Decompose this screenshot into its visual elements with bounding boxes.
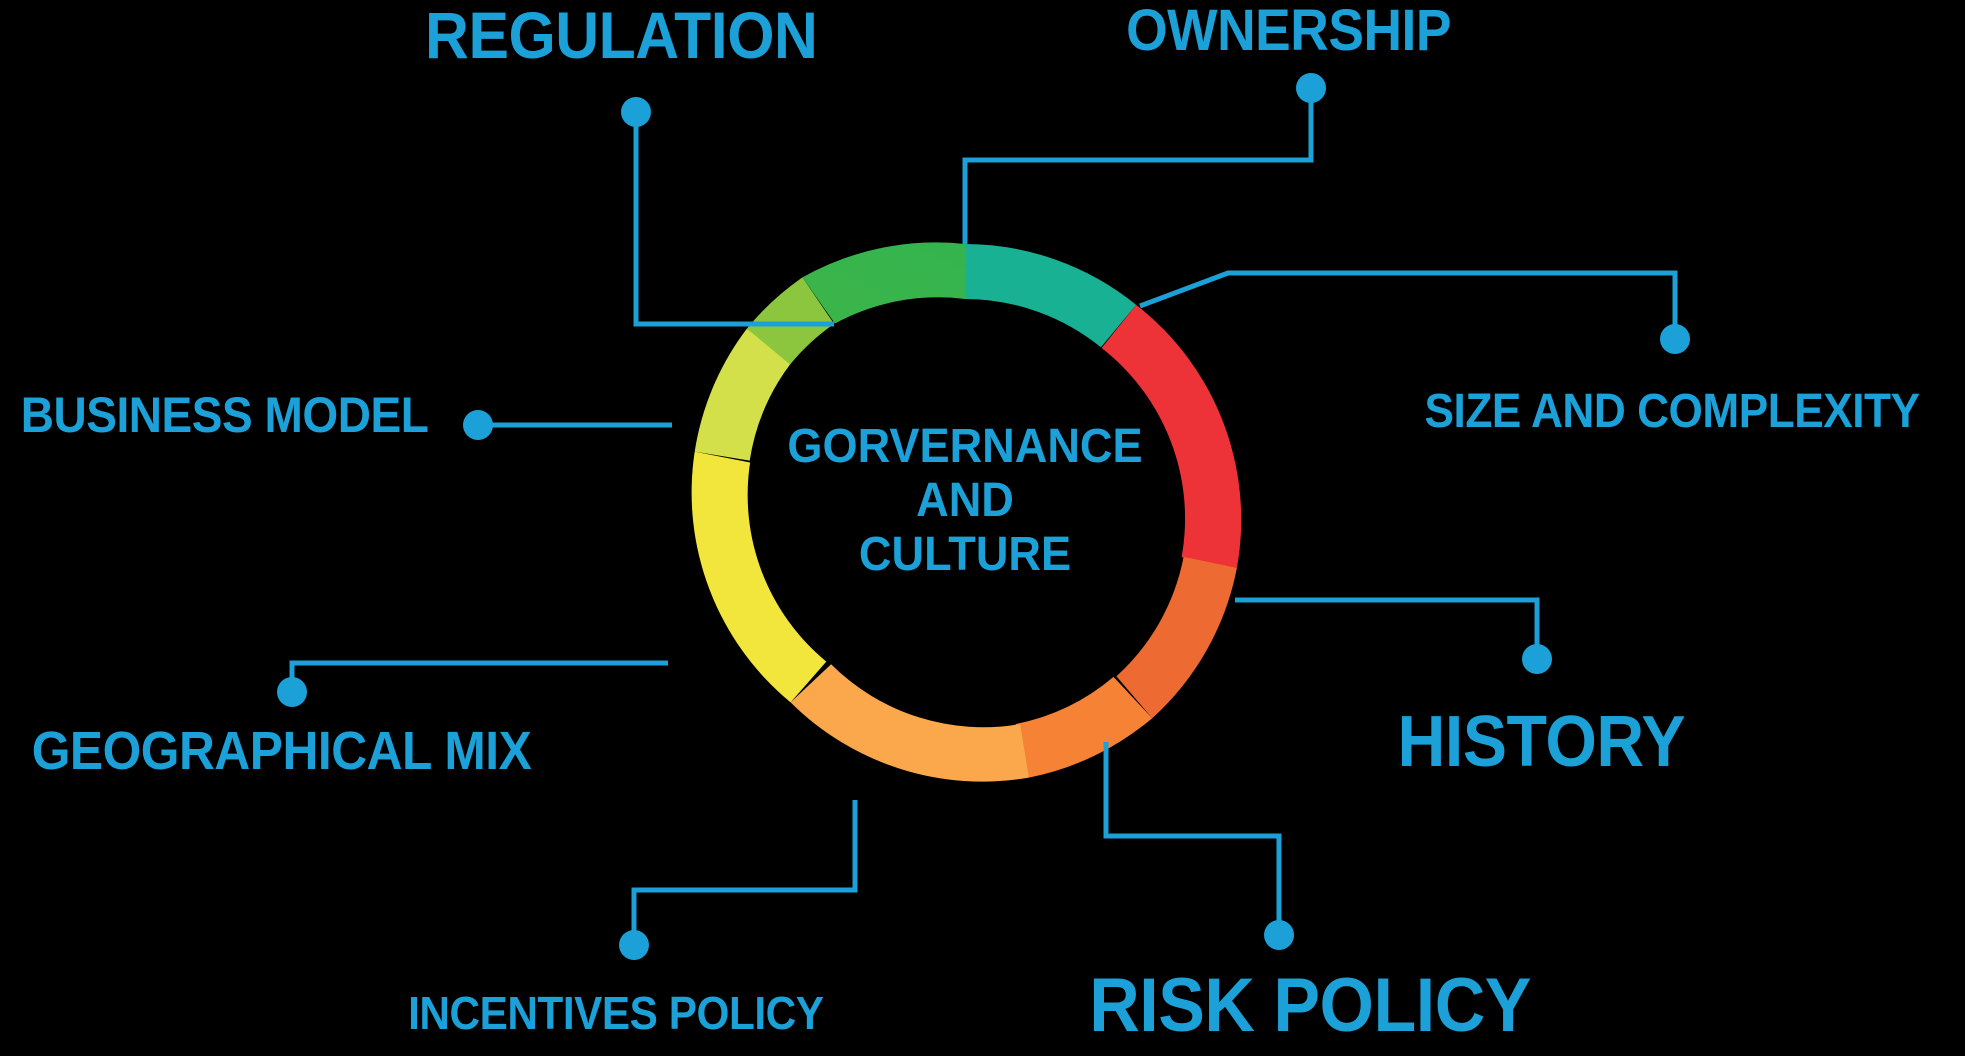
dot-size-and-complexity [1660, 324, 1690, 354]
connector-lines [289, 93, 1678, 946]
segment-risk-policy [1015, 676, 1153, 778]
label-ownership[interactable]: OWNERSHIP [1126, 0, 1452, 63]
segment-business-model [694, 328, 792, 461]
connector-geographical-mix [289, 660, 668, 693]
label-size-and-complexity[interactable]: SIZE AND COMPLEXITY [1424, 385, 1921, 438]
connector-history [1235, 597, 1540, 660]
center-title: GORVERNANCE AND CULTURE [749, 420, 1181, 581]
segment-regulation [746, 277, 835, 365]
segment-history [1116, 556, 1237, 719]
label-geographical-mix[interactable]: GEOGRAPHICAL MIX [31, 721, 532, 781]
dot-incentives-policy [619, 930, 649, 960]
segment-incentives-policy [790, 664, 1029, 782]
dot-ownership [1296, 73, 1326, 103]
connector-ownership [962, 93, 1314, 244]
label-risk-policy[interactable]: RISK POLICY [1089, 963, 1531, 1048]
connector-regulation [633, 118, 834, 327]
label-incentives-policy[interactable]: INCENTIVES POLICY [408, 987, 824, 1039]
label-regulation[interactable]: REGULATION [425, 0, 818, 72]
label-history[interactable]: HISTORY [1397, 702, 1686, 782]
segment-geographical-mix [691, 451, 827, 703]
dot-geographical-mix [277, 677, 307, 707]
dot-regulation [621, 97, 651, 127]
connector-size-and-complexity [1139, 270, 1678, 340]
dot-business-model [463, 410, 493, 440]
connector-incentives-policy [631, 800, 858, 946]
dot-risk-policy [1264, 920, 1294, 950]
label-business-model[interactable]: BUSINESS MODEL [20, 387, 429, 443]
segment-size-and-complexity [1101, 304, 1242, 568]
connector-risk-policy [1103, 742, 1282, 936]
segment-regulation-upper [802, 242, 965, 324]
donut-segments [691, 242, 1242, 782]
dot-history [1522, 644, 1552, 674]
center-title-line-2: AND [916, 473, 1014, 527]
center-title-line-3: CULTURE [858, 527, 1072, 581]
connector-dots [277, 73, 1690, 960]
center-title-line-1: GORVERNANCE [787, 420, 1143, 473]
segment-ownership [965, 244, 1137, 348]
